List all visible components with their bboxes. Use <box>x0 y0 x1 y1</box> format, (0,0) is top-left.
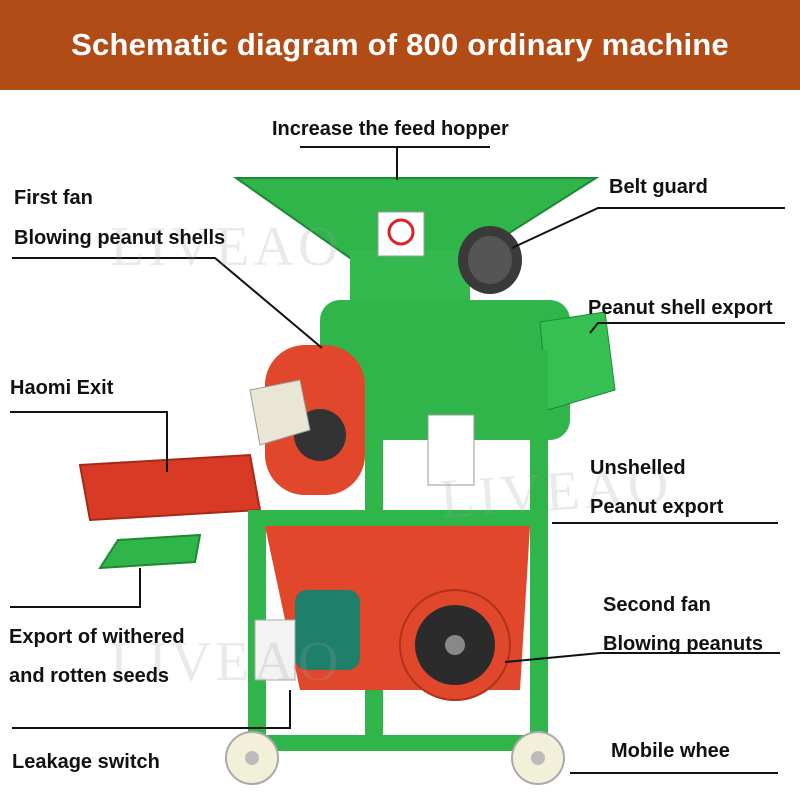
callout-belt-guard <box>511 207 785 249</box>
haomi-exit-tray <box>78 453 262 522</box>
label-belt-guard: Belt guard <box>609 176 708 198</box>
first-fan-bracket <box>249 379 311 446</box>
callout-lines <box>10 146 785 774</box>
machine-illustration <box>10 146 785 785</box>
withered-seed-tray <box>98 533 202 570</box>
label-haomi-exit: Haomi Exit <box>10 377 114 399</box>
watermark-3: LIVEAO <box>110 631 343 693</box>
watermark-1: LIVEAO <box>110 216 343 278</box>
motor <box>295 590 360 670</box>
callout-withered <box>10 568 141 608</box>
label-feed-hopper: Increase the feed hopper <box>272 118 509 140</box>
frame-mid-beam <box>248 510 548 526</box>
callout-haomi-exit <box>10 411 168 472</box>
label-leakage-switch: Leakage switch <box>12 751 160 773</box>
belt-guard-rim <box>468 236 512 284</box>
callout-first-fan <box>12 257 323 349</box>
frame-right-post <box>530 350 548 750</box>
label-unshelled-line2: Peanut export <box>590 496 724 518</box>
shell-export-chute <box>539 311 616 411</box>
title-banner: Schematic diagram of 800 ordinary machin… <box>0 0 800 90</box>
callout-shell-export <box>589 322 785 334</box>
label-first-fan-line2: Blowing peanut shells <box>14 227 226 249</box>
callout-leakage-switch <box>12 690 291 729</box>
wheel-right-hub <box>531 751 545 765</box>
label-unshelled-line1: Unshelled <box>590 457 686 479</box>
label-first-fan-line1: First fan <box>14 187 93 209</box>
label-withered-line1: Export of withered <box>9 626 185 648</box>
label-withered-line2: and rotten seeds <box>9 665 170 687</box>
frame-bottom-beam <box>248 735 548 751</box>
second-fan-center <box>445 635 465 655</box>
label-mobile-wheel: Mobile whee <box>611 740 730 762</box>
wheel-left-hub <box>245 751 259 765</box>
label-second-fan-line2: Blowing peanuts <box>603 633 763 655</box>
callout-second-fan <box>504 652 780 663</box>
label-shell-export: Peanut shell export <box>588 297 773 319</box>
frame-top-beam <box>365 352 548 370</box>
label-second-fan-line1: Second fan <box>603 594 711 616</box>
leakage-switch-box <box>254 619 296 681</box>
diagram-title: Schematic diagram of 800 ordinary machin… <box>71 27 729 62</box>
warning-sign-top-icon <box>387 218 415 246</box>
warning-sign-mid <box>427 414 475 486</box>
